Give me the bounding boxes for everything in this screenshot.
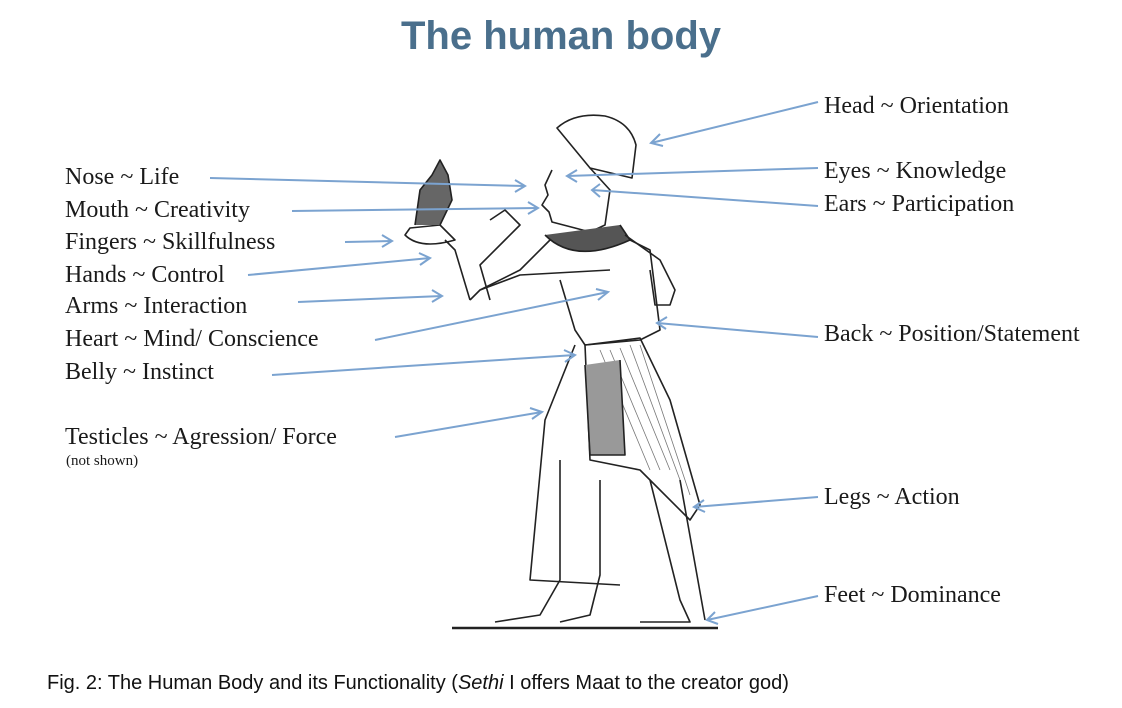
- label-testicles: Testicles ~ Agression/ Force: [65, 424, 337, 450]
- label-back: Back ~ Position/Statement: [824, 321, 1080, 347]
- arrow-ears: [590, 183, 819, 207]
- torso: [469, 239, 661, 346]
- maat-figure: [414, 159, 453, 226]
- testicles-note: (not shown): [66, 453, 139, 469]
- label-ears: Ears ~ Participation: [824, 191, 1015, 217]
- kilt: [584, 337, 701, 521]
- legs: [494, 460, 706, 623]
- label-head: Head ~ Orientation: [824, 93, 1009, 119]
- label-hands: Hands ~ Control: [65, 262, 225, 288]
- arrow-belly: [271, 349, 578, 376]
- page-title: The human body: [401, 14, 721, 58]
- label-arms: Arms ~ Interaction: [65, 293, 248, 319]
- label-fingers: Fingers ~ Skillfulness: [65, 229, 276, 255]
- crown: [556, 114, 637, 179]
- label-belly: Belly ~ Instinct: [65, 359, 214, 385]
- robe: [529, 344, 621, 586]
- arrow-mouth: [291, 201, 540, 215]
- label-eyes: Eyes ~ Knowledge: [824, 158, 1007, 184]
- label-feet: Feet ~ Dominance: [824, 582, 1001, 608]
- label-mouth: Mouth ~ Creativity: [65, 197, 250, 223]
- label-heart: Heart ~ Mind/ Conscience: [65, 326, 319, 352]
- arrow-legs: [691, 496, 819, 513]
- arrow-eyes: [565, 167, 819, 183]
- label-legs: Legs ~ Action: [824, 484, 960, 510]
- arrow-hands: [247, 252, 433, 276]
- offering-bowl: [404, 224, 456, 245]
- collar: [544, 224, 631, 253]
- figure-caption: Fig. 2: The Human Body and its Functiona…: [47, 672, 789, 694]
- arrow-heart: [374, 288, 611, 341]
- apron: [584, 359, 626, 456]
- arrow-feet: [705, 595, 819, 625]
- arms: [444, 209, 521, 301]
- arrow-head: [649, 101, 819, 147]
- arrow-fingers: [344, 234, 394, 248]
- arrow-testicles: [394, 407, 545, 438]
- arrow-nose: [209, 177, 527, 193]
- arrows: [209, 101, 819, 625]
- sash: [624, 234, 676, 306]
- arrow-back: [655, 316, 819, 338]
- arrow-arms: [297, 289, 444, 303]
- forearm: [479, 269, 611, 291]
- head: [541, 167, 611, 233]
- label-nose: Nose ~ Life: [65, 164, 180, 190]
